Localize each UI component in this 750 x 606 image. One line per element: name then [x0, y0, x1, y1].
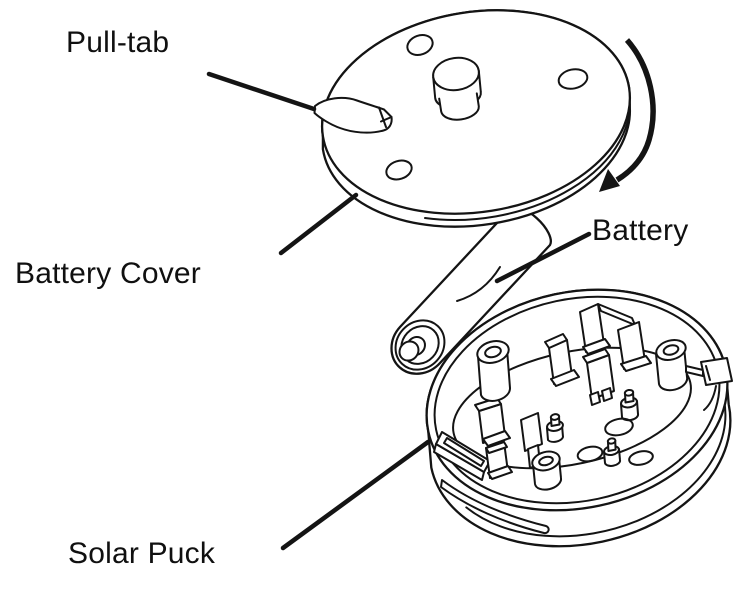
solar-puck-drawing	[425, 288, 733, 548]
cover-rim-mid-line	[424, 93, 631, 222]
battery-clip-top-center	[544, 333, 580, 387]
puck-frame	[433, 431, 491, 481]
puck-floor-hole-1	[604, 417, 634, 437]
battery-cover-leader-line	[278, 192, 359, 256]
battery-cover-drawing	[313, 9, 632, 228]
puck-pin-center	[546, 413, 564, 443]
battery-clip-top-right	[579, 303, 652, 372]
puck-post-left	[476, 340, 512, 402]
puck-post-front	[531, 450, 563, 491]
puck-wall-slot	[440, 479, 550, 535]
battery-cover-label: Battery Cover	[15, 257, 201, 290]
puck-floor-hole-3	[628, 450, 654, 466]
solar-puck-label: Solar Puck	[68, 537, 216, 570]
pull-tab-label: Pull-tab	[66, 26, 170, 59]
puck-rim-tab	[685, 357, 733, 411]
puck-floor-hole-2	[576, 445, 604, 463]
rotation-arrowhead	[599, 169, 620, 192]
solar-puck-leader-line	[280, 439, 431, 551]
rotation-arrow	[599, 38, 656, 192]
battery-leader-line	[494, 231, 592, 284]
battery-clip-center	[582, 348, 615, 406]
battery-drawing	[390, 206, 552, 375]
puck-post-right	[655, 339, 689, 392]
cover-hole-bottom-left	[385, 159, 413, 181]
battery-label-seam	[456, 266, 501, 302]
cover-knob	[432, 56, 482, 121]
battery-label: Battery	[592, 214, 689, 247]
cover-hole-top	[406, 34, 434, 56]
puck-pin-front	[603, 437, 622, 467]
battery-clip-left-lower	[485, 441, 513, 480]
cover-hole-right	[557, 68, 589, 90]
pull-tab-leader-line	[206, 71, 317, 112]
pull-tab-drawing	[313, 96, 393, 134]
battery-end-ring-outer	[394, 319, 446, 371]
battery-terminal-nub	[398, 340, 420, 362]
leader-lines	[206, 71, 592, 551]
puck-base-band	[465, 398, 727, 538]
